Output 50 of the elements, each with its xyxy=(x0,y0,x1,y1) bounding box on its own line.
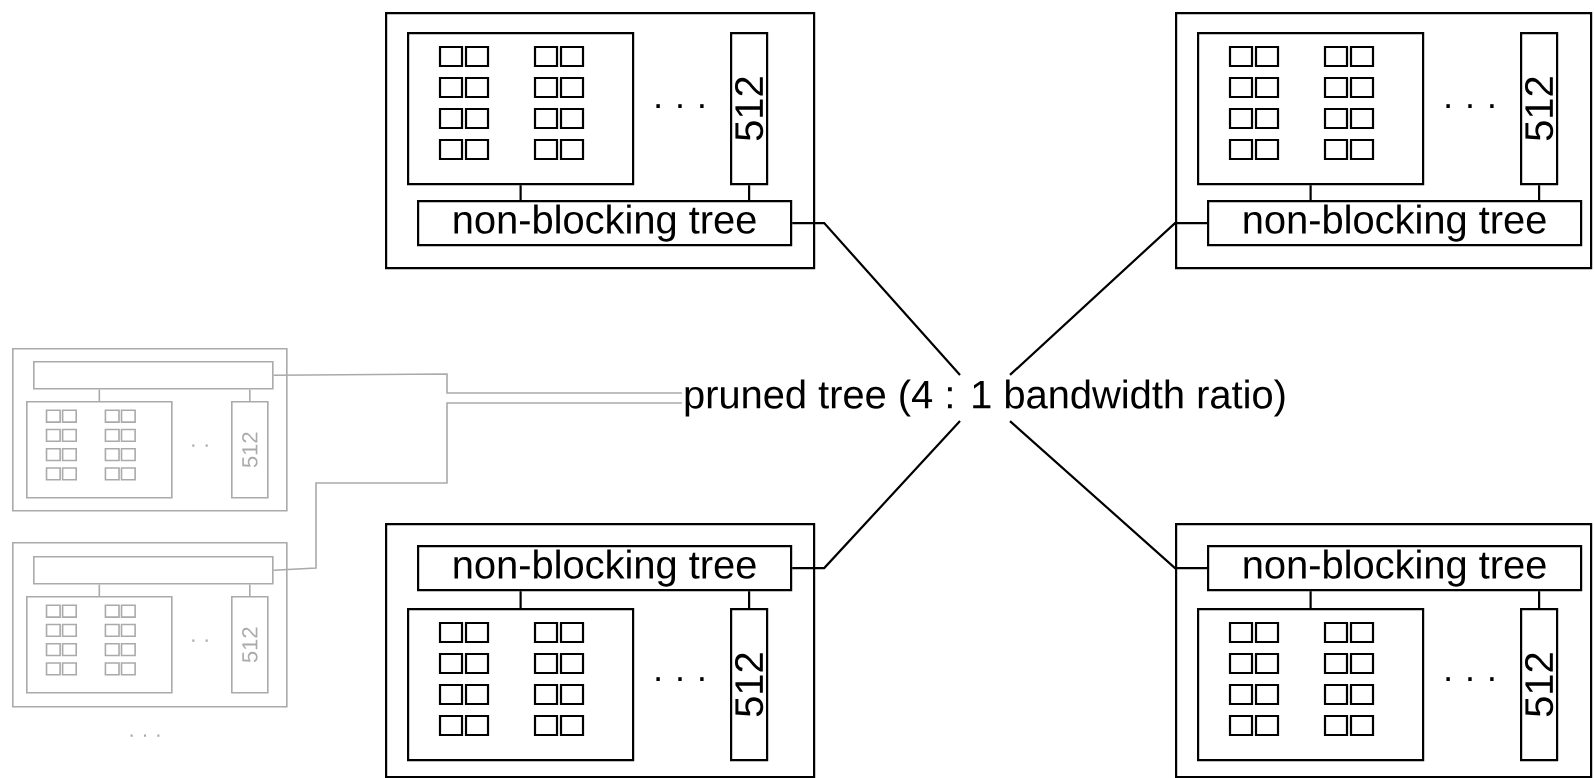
connector-line xyxy=(748,591,751,608)
ellipsis: · · · xyxy=(1446,677,1494,681)
rack-frame xyxy=(1175,523,1593,778)
count-box: 512 xyxy=(730,32,769,186)
connector-line xyxy=(1538,185,1541,200)
connector-line xyxy=(1009,420,1207,570)
rack-frame xyxy=(385,523,816,778)
ellipsis: · · xyxy=(192,444,208,447)
count-box: 512 xyxy=(1520,32,1559,186)
server-grid-box xyxy=(1197,32,1425,186)
connector-line xyxy=(1538,591,1541,608)
edge-label: pruned tree (4 : 1 bandwidth ratio) xyxy=(685,379,1285,417)
rack-frame xyxy=(12,542,288,708)
count-box: 512 xyxy=(231,401,269,499)
connector-line xyxy=(519,185,522,200)
connector-line xyxy=(1009,222,1207,376)
connector-line xyxy=(98,583,101,597)
server-grid-box xyxy=(407,32,635,186)
ellipsis: · · · xyxy=(656,677,704,681)
server-grid-box xyxy=(1197,608,1425,762)
switch-box: non-blocking tree xyxy=(1207,200,1583,247)
ellipsis: · · xyxy=(192,639,208,642)
switch-box: non-blocking tree xyxy=(1207,545,1583,592)
connector-line xyxy=(792,420,961,570)
switch-box xyxy=(33,361,274,390)
count-box: 512 xyxy=(1520,608,1559,762)
connector-line xyxy=(1309,591,1312,608)
rack-frame xyxy=(385,12,816,270)
count-box: 512 xyxy=(231,596,269,694)
connector-line xyxy=(272,373,683,394)
connector-line xyxy=(249,583,251,597)
ellipsis: · · · xyxy=(656,104,704,108)
server-grid-box xyxy=(26,401,173,499)
rack-frame xyxy=(1175,12,1593,270)
switch-box: non-blocking tree xyxy=(417,200,793,247)
ellipsis: · · · xyxy=(130,734,160,737)
connector-line xyxy=(792,222,961,376)
switch-box: non-blocking tree xyxy=(417,545,793,592)
switch-box xyxy=(33,556,274,585)
count-box: 512 xyxy=(730,608,769,762)
connector-line xyxy=(98,388,101,402)
connector-line xyxy=(1309,185,1312,200)
ellipsis: · · · xyxy=(1446,104,1494,108)
connector-line xyxy=(748,185,751,200)
connector-line xyxy=(519,591,522,608)
connector-line xyxy=(272,402,683,572)
rack-frame xyxy=(12,348,288,512)
server-grid-box xyxy=(26,596,173,694)
connector-line xyxy=(249,388,251,402)
server-grid-box xyxy=(407,608,635,762)
